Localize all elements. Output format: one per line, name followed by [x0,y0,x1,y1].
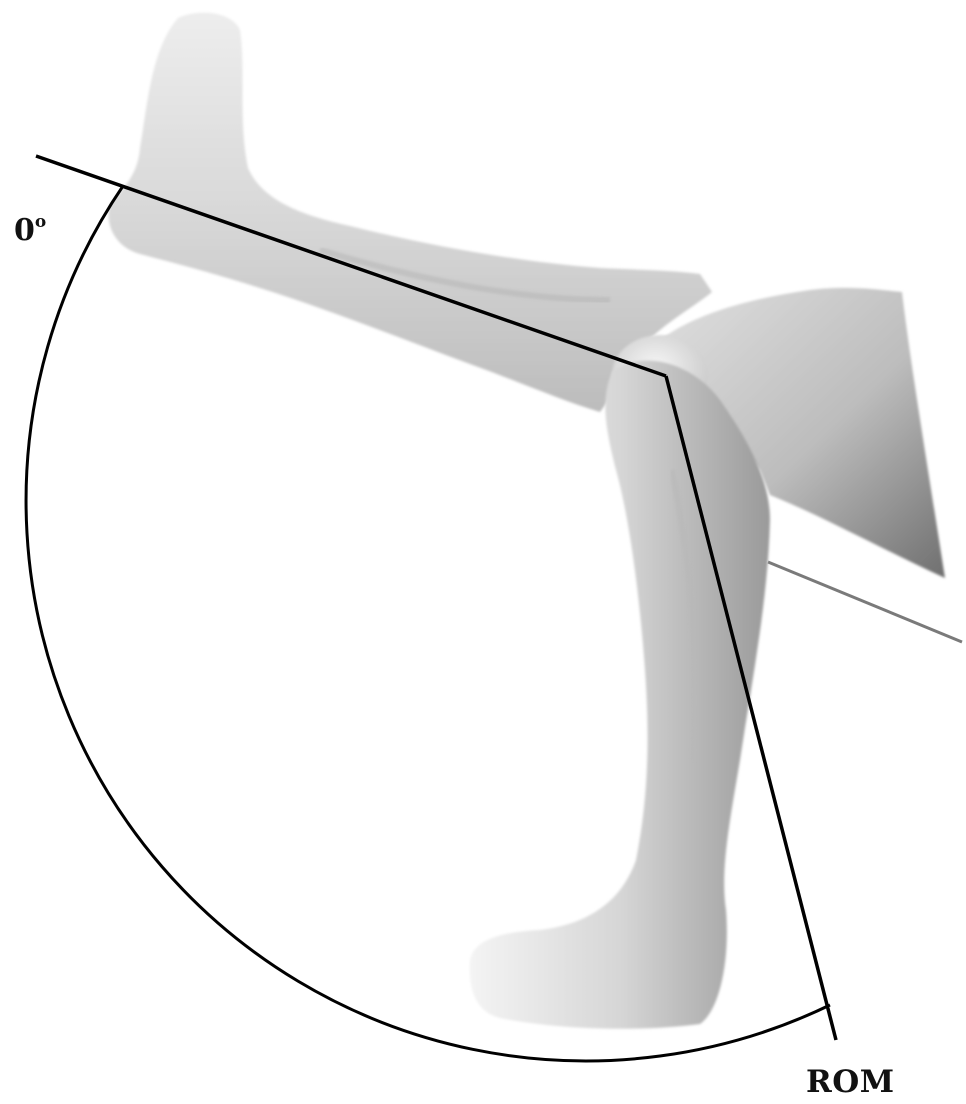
start-angle-label: 0o [14,212,46,248]
start-angle-unit: o [35,212,46,232]
flexed-leg-shape [470,361,770,1029]
start-angle-value: 0 [14,213,35,248]
table-edge-line [768,562,962,642]
rom-label: ROM [806,1064,895,1100]
